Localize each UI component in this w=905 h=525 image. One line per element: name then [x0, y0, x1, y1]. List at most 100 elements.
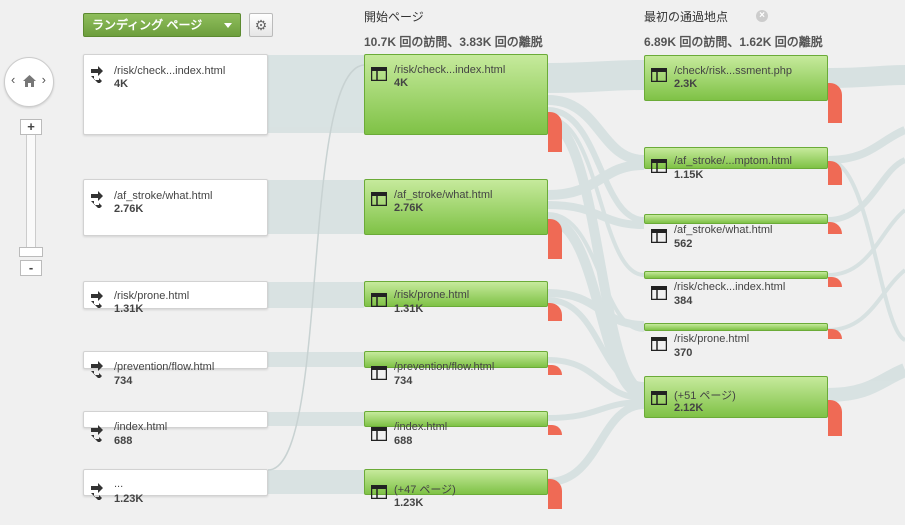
node-bar: [644, 271, 828, 279]
node-count: 562: [674, 238, 693, 250]
node-label: (+51 ページ): [674, 390, 736, 402]
node-count: 1.15K: [674, 169, 704, 181]
page-icon: [651, 159, 667, 173]
node-bar: [364, 54, 548, 135]
node-count: 2.12K: [674, 402, 704, 414]
landing-node[interactable]: ... 1.23K: [83, 469, 268, 505]
start-column-header: 開始ページ 10.7K 回の訪問、3.83K 回の離脱: [364, 8, 543, 50]
entry-arrow-icon: [91, 425, 103, 442]
node-label: /af_stroke/...mptom.html: [674, 155, 792, 167]
home-icon[interactable]: [22, 74, 37, 88]
node-count: 734: [114, 375, 133, 387]
entry-arrow-icon: [91, 191, 103, 208]
start-column-stats: 10.7K 回の訪問、3.83K 回の離脱: [364, 35, 543, 49]
landing-node[interactable]: /risk/check...index.html 4K: [83, 54, 268, 135]
dropoff-bar[interactable]: [828, 329, 842, 339]
node-label: /index.html: [394, 421, 448, 433]
node-count: 1.23K: [114, 493, 144, 505]
node-bar: [644, 214, 828, 224]
node-count: 688: [394, 435, 413, 447]
first-column-stats: 6.89K 回の訪問、1.62K 回の離脱: [644, 35, 823, 49]
node-count: 384: [674, 295, 693, 307]
node-count: 688: [114, 435, 133, 447]
node-count: 1.31K: [114, 303, 144, 315]
close-icon[interactable]: ×: [756, 10, 768, 22]
pan-right-button[interactable]: ›: [41, 72, 46, 87]
page-icon: [651, 68, 667, 82]
node-bar: [644, 147, 828, 169]
node-label: /af_stroke/what.html: [114, 190, 213, 202]
page-icon: [371, 67, 387, 81]
pan-control[interactable]: ‹ ›: [4, 57, 54, 107]
node-label: /risk/prone.html: [394, 289, 470, 301]
zoom-in-button[interactable]: +: [20, 119, 42, 135]
node-bar: [644, 55, 828, 101]
page-icon: [651, 391, 667, 405]
node-count: 4K: [114, 78, 129, 90]
zoom-slider[interactable]: [26, 134, 36, 252]
page-icon: [651, 286, 667, 300]
entry-arrow-icon: [91, 291, 103, 308]
node-label: /af_stroke/what.html: [394, 189, 493, 201]
zoom-out-button[interactable]: -: [20, 260, 42, 276]
node-label: /risk/prone.html: [674, 333, 750, 345]
node-label: /check/risk...ssment.php: [674, 65, 792, 77]
dropoff-bar[interactable]: [548, 219, 562, 259]
node-label: (+47 ページ): [394, 484, 456, 496]
page-icon: [371, 485, 387, 499]
dropoff-bar[interactable]: [828, 277, 842, 287]
node-label: /risk/check...index.html: [674, 281, 786, 293]
dropoff-bar[interactable]: [548, 479, 562, 509]
dropoff-bar[interactable]: [548, 112, 562, 152]
settings-button[interactable]: ⚙: [249, 13, 273, 37]
node-count: 1.23K: [394, 497, 424, 509]
dropoff-bar[interactable]: [548, 425, 562, 435]
first-column-header: 最初の通過地点 6.89K 回の訪問、1.62K 回の離脱: [644, 8, 823, 50]
dimension-label: ランディング ページ: [92, 18, 203, 32]
node-count: 1.31K: [394, 303, 424, 315]
dropoff-bar[interactable]: [548, 365, 562, 375]
node-count: 2.3K: [674, 78, 698, 90]
entry-arrow-icon: [91, 66, 103, 83]
dropoff-bar[interactable]: [828, 400, 842, 436]
landing-node[interactable]: /index.html 688: [83, 411, 268, 447]
node-bar: [644, 323, 828, 331]
node-label: /af_stroke/what.html: [674, 224, 773, 236]
node-label: /risk/check...index.html: [114, 65, 226, 77]
chevron-down-icon: [224, 23, 232, 28]
landing-node[interactable]: /prevention/flow.html 734: [83, 351, 268, 387]
node-label: /index.html: [114, 421, 168, 433]
first-column-title: 最初の通過地点: [644, 10, 729, 24]
node-bar: [644, 376, 828, 418]
node-bar: [364, 179, 548, 235]
dropoff-bar[interactable]: [828, 83, 842, 123]
node-count: 734: [394, 375, 413, 387]
dropoff-bar[interactable]: [548, 303, 562, 321]
pan-left-button[interactable]: ‹: [11, 72, 16, 87]
dropoff-bar[interactable]: [828, 161, 842, 185]
node-label: /prevention/flow.html: [114, 361, 215, 373]
page-icon: [651, 229, 667, 243]
landing-node[interactable]: /risk/prone.html 1.31K: [83, 281, 268, 315]
page-icon: [371, 366, 387, 380]
dimension-dropdown[interactable]: ランディング ページ: [83, 13, 241, 37]
node-bar: [364, 411, 548, 427]
page-icon: [651, 337, 667, 351]
entry-arrow-icon: [91, 483, 103, 500]
node-bar: [364, 351, 548, 368]
node-label: ...: [114, 478, 124, 490]
node-label: /risk/prone.html: [114, 290, 190, 302]
page-icon: [371, 293, 387, 307]
page-icon: [371, 192, 387, 206]
entry-arrow-icon: [91, 361, 103, 378]
node-bar: [364, 281, 548, 307]
zoom-handle[interactable]: [19, 247, 43, 257]
landing-node[interactable]: /af_stroke/what.html 2.76K: [83, 179, 268, 236]
page-icon: [371, 427, 387, 441]
start-column-title: 開始ページ: [364, 10, 424, 24]
node-count: 370: [674, 347, 693, 359]
dropoff-bar[interactable]: [828, 222, 842, 234]
node-count: 2.76K: [394, 202, 424, 214]
node-count: 4K: [394, 77, 409, 89]
